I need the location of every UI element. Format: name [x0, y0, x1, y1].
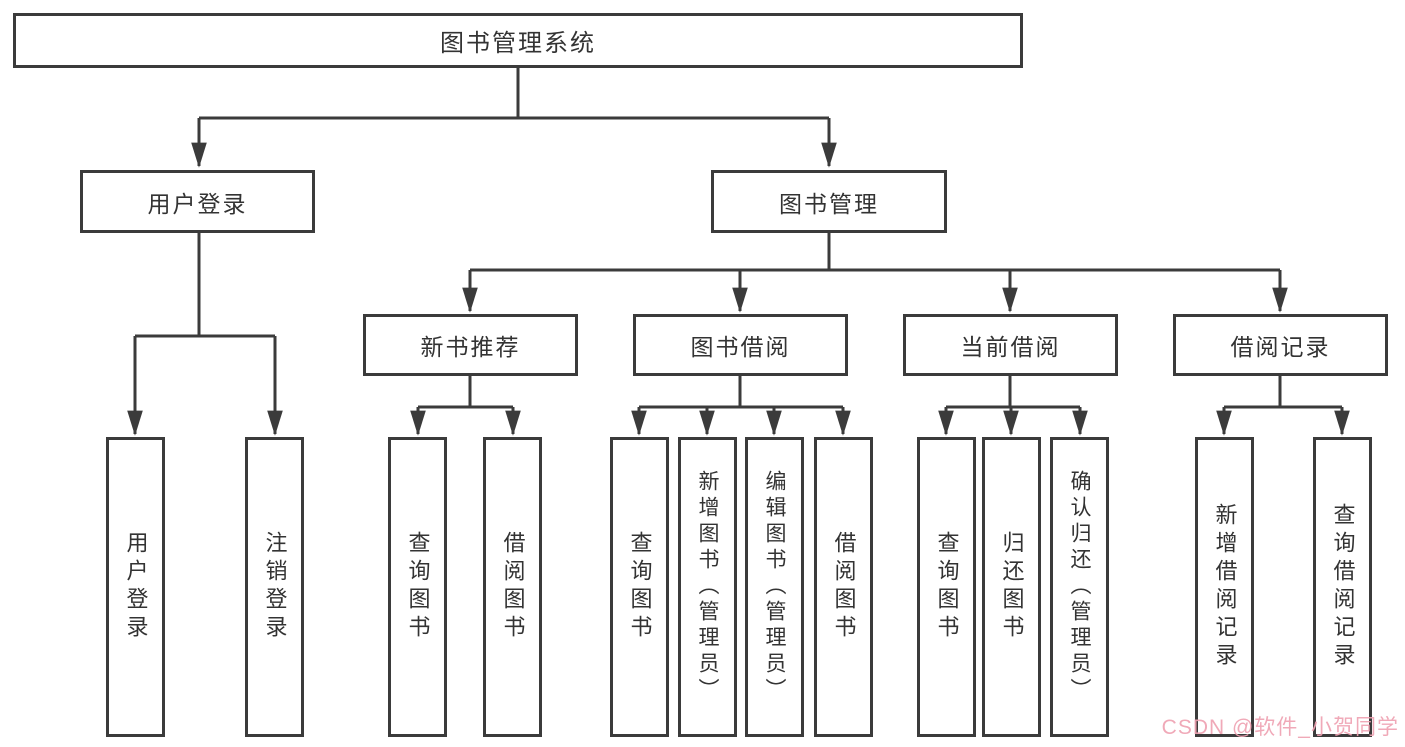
leaf-user-login: 用户登录: [106, 437, 165, 737]
csdn-watermark: CSDN @软件_小贺同学: [1161, 716, 1399, 739]
leaf-query-books-current: 查询图书: [917, 437, 976, 737]
leaf-add-borrow-record: 新增借阅记录: [1195, 437, 1254, 737]
leaf-edit-books-admin: 编辑图书（管理员）: [745, 437, 804, 737]
node-borrow-records: 借阅记录: [1173, 314, 1388, 376]
leaf-query-books-recommend: 查询图书: [388, 437, 447, 737]
node-new-book-recommend: 新书推荐: [363, 314, 578, 376]
leaf-borrow-books: 借阅图书: [814, 437, 873, 737]
leaf-return-books: 归还图书: [982, 437, 1041, 737]
leaf-confirm-return-admin: 确认归还（管理员）: [1050, 437, 1109, 737]
node-book-borrow: 图书借阅: [633, 314, 848, 376]
leaf-logout: 注销登录: [245, 437, 304, 737]
node-root-system: 图书管理系统: [13, 13, 1023, 68]
node-book-management: 图书管理: [711, 170, 947, 233]
leaf-query-books-borrow: 查询图书: [610, 437, 669, 737]
leaf-query-borrow-record: 查询借阅记录: [1313, 437, 1372, 737]
leaf-borrow-books-recommend: 借阅图书: [483, 437, 542, 737]
node-current-borrow: 当前借阅: [903, 314, 1118, 376]
node-user-login: 用户登录: [80, 170, 315, 233]
leaf-add-books-admin: 新增图书（管理员）: [678, 437, 737, 737]
